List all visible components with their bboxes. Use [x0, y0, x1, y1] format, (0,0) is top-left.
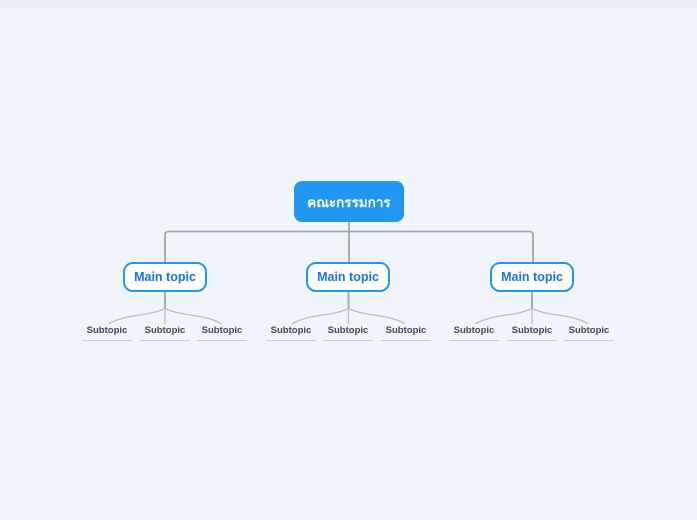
subtopic-label: Subtopic [201, 325, 243, 336]
main-topic-node-1[interactable]: Main topic [123, 262, 207, 292]
subtopic-node[interactable]: Subtopic [82, 325, 132, 341]
subtopic-node[interactable]: Subtopic [266, 325, 316, 341]
subtopic-label: Subtopic [511, 325, 553, 336]
branch-fan-right [347, 307, 406, 325]
main-topic-node-2[interactable]: Main topic [306, 262, 390, 292]
subtopic-node[interactable]: Subtopic [197, 325, 247, 341]
tree-connector-outer [164, 230, 534, 263]
root-node-label: คณะกรรมการ [307, 194, 391, 210]
subtopic-label: Subtopic [453, 325, 495, 336]
subtopic-label: Subtopic [144, 325, 186, 336]
main-topic-label: Main topic [317, 270, 379, 284]
branch-fan-left [291, 307, 350, 325]
branch-fan-left [108, 307, 166, 325]
main-topic-label: Main topic [134, 270, 196, 284]
branch-fan-left [475, 307, 533, 325]
subtopic-node[interactable]: Subtopic [323, 325, 373, 341]
subtopic-node[interactable]: Subtopic [140, 325, 190, 341]
subtopic-label: Subtopic [385, 325, 427, 336]
subtopic-label: Subtopic [270, 325, 312, 336]
subtopic-node[interactable]: Subtopic [449, 325, 499, 341]
subtopic-label: Subtopic [568, 325, 610, 336]
main-topic-label: Main topic [501, 270, 563, 284]
branch-fan-right [531, 307, 589, 325]
canvas-top-strip [0, 0, 697, 8]
subtopic-label: Subtopic [327, 325, 369, 336]
subtopic-node[interactable]: Subtopic [381, 325, 431, 341]
subtopic-node[interactable]: Subtopic [564, 325, 614, 341]
root-node[interactable]: คณะกรรมการ [294, 181, 404, 222]
subtopic-node[interactable]: Subtopic [507, 325, 557, 341]
subtopic-label: Subtopic [86, 325, 128, 336]
branch-fan-right [164, 307, 222, 325]
main-topic-node-3[interactable]: Main topic [490, 262, 574, 292]
